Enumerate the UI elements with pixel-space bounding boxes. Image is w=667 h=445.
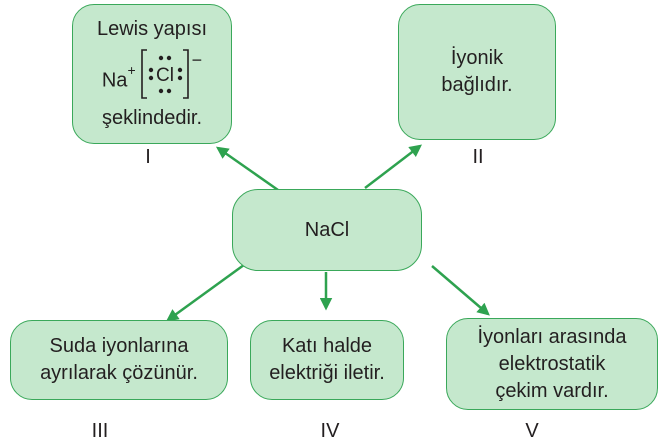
box-v-line2: elektrostatik <box>498 352 606 375</box>
arrow-to-v <box>431 265 490 316</box>
center-label: NaCl <box>304 218 350 241</box>
box-iii-line1: Suda iyonlarına <box>49 335 189 357</box>
box-dissolves: Suda iyonlarına ayrılarak çözünür. <box>10 320 228 400</box>
label-iii: III <box>91 420 109 442</box>
box-v-line3: çekim vardır. <box>495 379 609 402</box>
box-i-line1: Lewis yapısı <box>96 18 208 40</box>
label-v: V <box>525 420 539 442</box>
chloride-ion-bracket: Cl <box>140 48 190 100</box>
sodium-ion: Na+ <box>101 62 136 92</box>
center-nacl: NaCl <box>232 189 422 271</box>
arrow-to-i <box>215 146 279 192</box>
box-v-line1: İyonları arasında <box>477 325 627 348</box>
label-i: I <box>145 146 151 168</box>
box-iii-line2: ayrılarak çözünür. <box>40 362 198 384</box>
box-ii-line1: İyonik <box>450 47 504 69</box>
label-ii: II <box>472 146 484 168</box>
chloride-charge: − <box>191 49 203 70</box>
box-i-line3: şeklindedir. <box>101 107 203 129</box>
label-iv: IV <box>320 420 340 442</box>
box-electrostatic: İyonları arasında elektrostatik çekim va… <box>446 318 658 410</box>
lewis-structure: Na+ Cl − <box>102 45 202 103</box>
box-ii-line2: bağlıdır. <box>441 74 513 96</box>
arrow-to-iii <box>165 260 249 322</box>
chlorine-symbol: Cl <box>156 65 174 86</box>
box-conducts: Katı halde elektriği iletir. <box>250 320 404 400</box>
arrow-to-ii <box>364 144 422 189</box>
box-lewis-structure: Lewis yapısı Na+ Cl − şeklindedir. <box>72 4 232 144</box>
box-iv-line2: elektriği iletir. <box>269 362 385 384</box>
box-ionic-bond: İyonik bağlıdır. <box>398 4 556 140</box>
box-iv-line1: Katı halde <box>281 335 373 357</box>
